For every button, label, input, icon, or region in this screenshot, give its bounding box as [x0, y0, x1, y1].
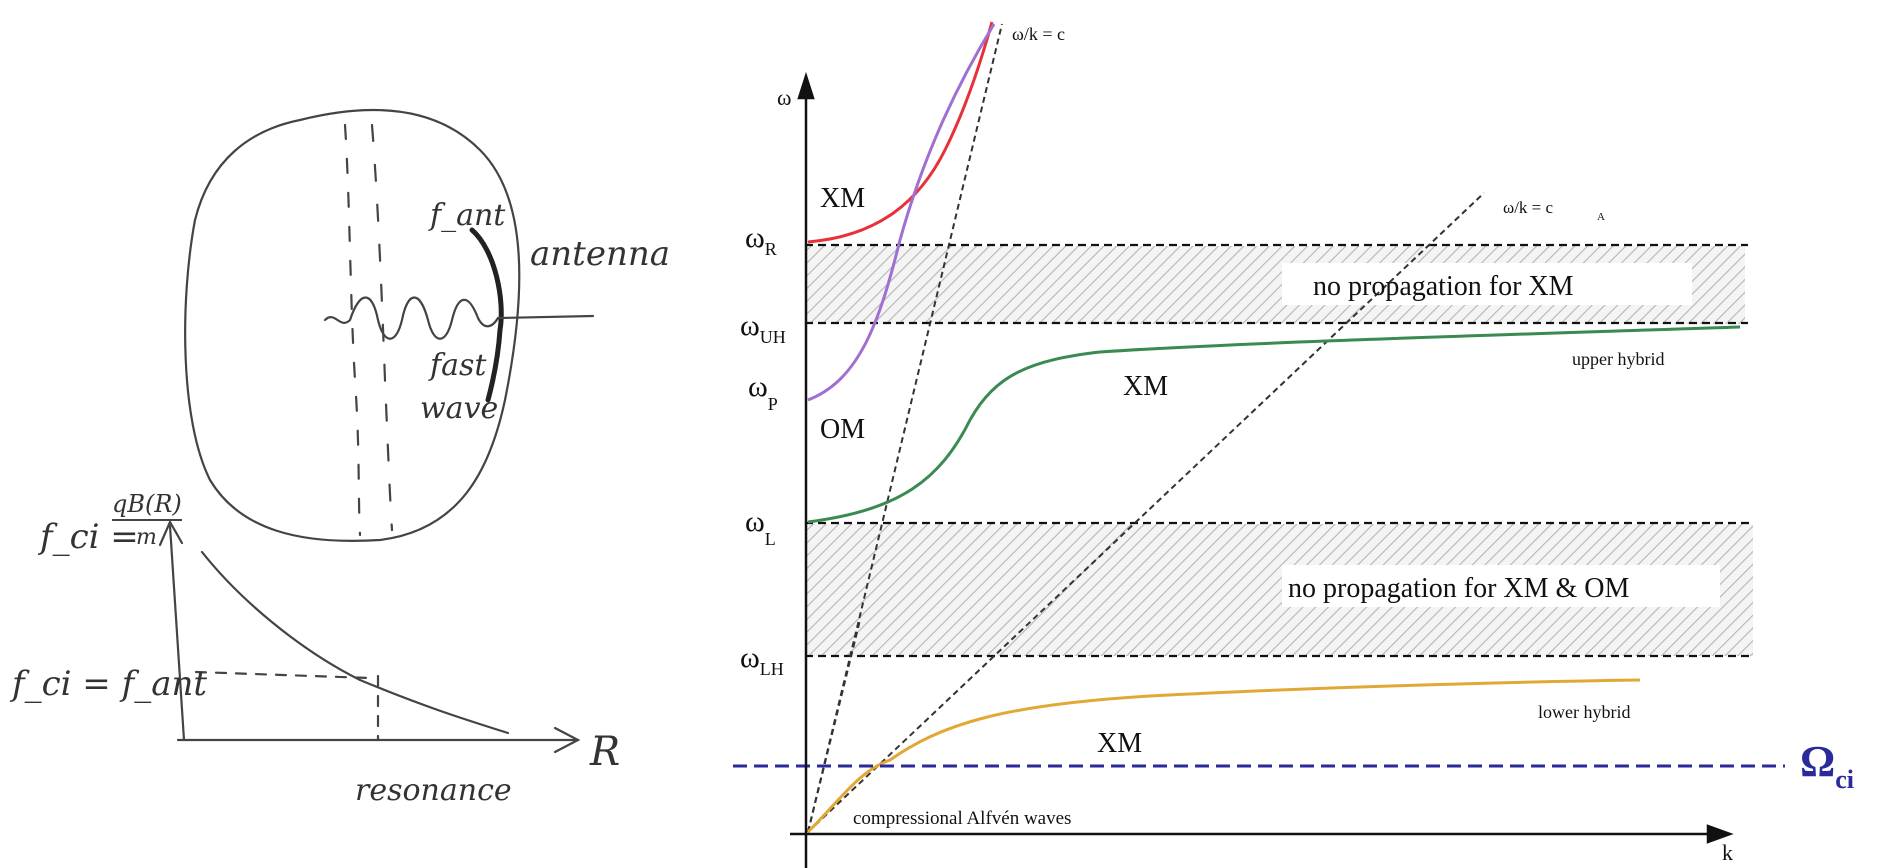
- fast-wave-squiggle: [323, 296, 500, 340]
- tick-omega-UH: ωUH: [740, 309, 786, 347]
- label-xm-low: XM: [1097, 728, 1142, 759]
- hand-sketch: [158, 108, 595, 754]
- alfven-line-subscript: A: [1597, 211, 1605, 223]
- antenna-strap: [469, 227, 504, 403]
- band-label-bg-1: [1282, 263, 1692, 305]
- om-branch-curve: [807, 23, 996, 402]
- fci-dashed-horizontal: [194, 670, 372, 680]
- tick-omega-R: ωR: [745, 221, 777, 259]
- label-alfven-waves: compressional Alfvén waves: [853, 808, 1071, 829]
- omega-y-axis-arrow: [797, 71, 815, 100]
- light-line-om-k-c: [807, 23, 1003, 833]
- light-line-low: [807, 619, 861, 833]
- k-x-axis-arrow: [1706, 824, 1734, 844]
- antenna-label: antenna: [530, 234, 670, 274]
- label-upper-hybrid: upper hybrid: [1572, 349, 1664, 369]
- tick-omega-L: ωL: [745, 505, 776, 549]
- alfven-line-label: ω/k = c: [1503, 198, 1554, 217]
- fci-formula-top: qB(R): [112, 490, 182, 518]
- resonance-layer-dashed-2: [370, 123, 394, 532]
- label-xm-mid: XM: [1123, 371, 1168, 402]
- R-axis-label: R: [589, 729, 620, 775]
- fast-wave-label-1: fast: [428, 348, 487, 383]
- label-xm-top: XM: [820, 183, 865, 214]
- fci-y-arrow: [158, 519, 184, 547]
- sketch-labels: f_ant antenna fast wave f_ci = qB(R) m f…: [9, 198, 670, 808]
- xm-lower-branch-curve: [806, 678, 1641, 834]
- dispersion-diagram: ω k ω/k = c ω/k = c A ωR ωUH ωP ωL ωLH n…: [733, 21, 1854, 868]
- label-lower-hybrid: lower hybrid: [1538, 702, 1630, 722]
- band-label-bg-2: [1282, 565, 1720, 607]
- fast-wave-label-2: wave: [420, 391, 498, 426]
- f-ant-label: f_ant: [428, 198, 506, 233]
- band-label-xm-om: no propagation for XM & OM: [1288, 573, 1630, 604]
- xm-middle-branch-curve: [807, 325, 1741, 524]
- resonance-layer-dashed: [343, 123, 362, 537]
- band-label-xm: no propagation for XM: [1313, 271, 1574, 302]
- fci-y-axis: [168, 524, 186, 742]
- xm-upper-branch-curve: [807, 21, 994, 244]
- fci-equals-fant-label: f_ci = f_ant: [9, 664, 207, 704]
- fci-formula-left: f_ci =: [37, 517, 139, 557]
- tick-omega-P: ωP: [748, 370, 778, 414]
- fci-x-arrow: [553, 726, 581, 754]
- alfven-line-om-k-cA: [807, 192, 1485, 833]
- omega-axis-label: ω: [777, 85, 791, 110]
- y-tick-labels: ωR ωUH ωP ωL ωLH: [740, 221, 786, 679]
- omega-ci-label: Ωci: [1800, 737, 1854, 794]
- k-axis-label: k: [1722, 840, 1733, 865]
- resonance-label: resonance: [355, 773, 512, 808]
- tick-omega-LH: ωLH: [740, 641, 784, 679]
- label-om: OM: [820, 414, 865, 445]
- fci-formula-bottom: m: [136, 525, 157, 550]
- fci-curve: [200, 550, 510, 735]
- antenna-feed: [498, 314, 595, 320]
- plasma-cross-section: [184, 108, 521, 542]
- light-line-label: ω/k = c: [1012, 24, 1065, 44]
